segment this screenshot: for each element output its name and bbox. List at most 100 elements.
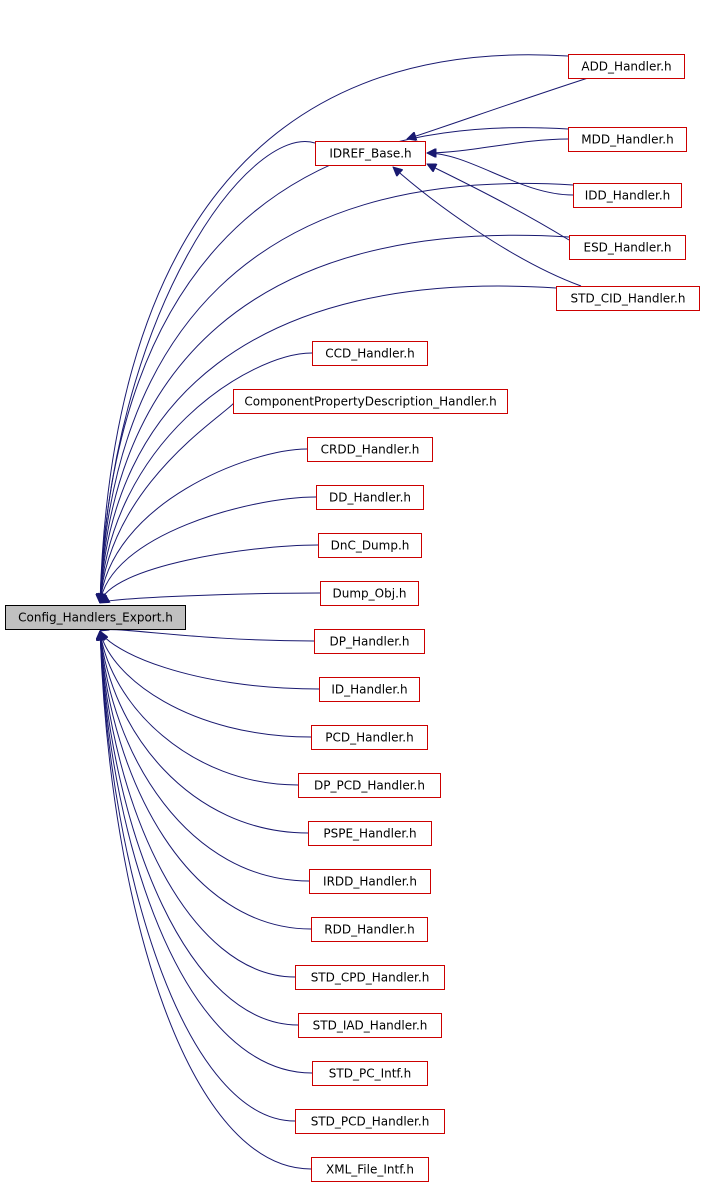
node-irdd[interactable]: IRDD_Handler.h bbox=[309, 869, 431, 894]
node-box-add bbox=[568, 54, 685, 79]
edge-dumpobj-to-root bbox=[100, 592, 321, 603]
node-label-pspe: PSPE_Handler.h bbox=[323, 827, 416, 841]
edge-crdd-to-root bbox=[100, 448, 308, 603]
edge-cpd-to-root bbox=[100, 400, 235, 603]
node-pcd[interactable]: PCD_Handler.h bbox=[311, 725, 428, 750]
edge-mdd-to-root bbox=[100, 127, 569, 603]
node-box-idref bbox=[315, 141, 426, 166]
graph-nodes: Config_Handlers_Export.h IDREF_Base.h ADD_… bbox=[5, 54, 700, 1182]
node-box-ccd bbox=[312, 341, 428, 366]
node-box-stdpc bbox=[312, 1061, 428, 1086]
node-rdd[interactable]: RDD_Handler.h bbox=[311, 917, 428, 942]
node-label-idref: IDREF_Base.h bbox=[329, 147, 411, 161]
edge-dp-to-root bbox=[100, 630, 315, 642]
node-cpd[interactable]: ComponentPropertyDescription_Handler.h bbox=[233, 389, 508, 414]
node-pspe[interactable]: PSPE_Handler.h bbox=[308, 821, 432, 846]
node-label-crdd: CRDD_Handler.h bbox=[321, 443, 420, 457]
node-esd[interactable]: ESD_Handler.h bbox=[569, 235, 686, 260]
node-label-idd: IDD_Handler.h bbox=[585, 189, 671, 203]
node-box-mdd bbox=[568, 127, 687, 152]
node-box-xml bbox=[311, 1157, 429, 1182]
edge-idd-to-idref bbox=[427, 153, 574, 196]
edge-pspe-to-root bbox=[100, 631, 309, 834]
node-label-irdd: IRDD_Handler.h bbox=[323, 875, 417, 889]
node-label-id: ID_Handler.h bbox=[331, 683, 407, 697]
node-ccd[interactable]: CCD_Handler.h bbox=[312, 341, 428, 366]
node-box-irdd bbox=[309, 869, 431, 894]
node-box-dumpobj bbox=[320, 581, 419, 606]
node-xml[interactable]: XML_File_Intf.h bbox=[311, 1157, 429, 1182]
node-label-stdcid: STD_CID_Handler.h bbox=[571, 292, 686, 306]
edge-irdd-to-root bbox=[100, 631, 310, 882]
node-dppcd[interactable]: DP_PCD_Handler.h bbox=[298, 773, 441, 798]
node-stdpc[interactable]: STD_PC_Intf.h bbox=[312, 1061, 428, 1086]
node-mdd[interactable]: MDD_Handler.h bbox=[568, 127, 687, 152]
node-stdcid[interactable]: STD_CID_Handler.h bbox=[556, 286, 700, 311]
edge-stdpc-to-root bbox=[100, 631, 313, 1074]
edge-idd-to-root bbox=[100, 183, 574, 603]
node-box-stdcid bbox=[556, 286, 700, 311]
edge-xml-to-root bbox=[100, 631, 312, 1170]
node-label-stdiad: STD_IAD_Handler.h bbox=[313, 1019, 428, 1033]
node-dnc[interactable]: DnC_Dump.h bbox=[318, 533, 422, 558]
node-add[interactable]: ADD_Handler.h bbox=[568, 54, 685, 79]
node-label-stdcpd: STD_CPD_Handler.h bbox=[311, 971, 430, 985]
edge-ccd-to-root bbox=[100, 352, 313, 603]
node-label-mdd: MDD_Handler.h bbox=[581, 133, 673, 147]
node-label-xml: XML_File_Intf.h bbox=[326, 1163, 414, 1177]
edge-dppcd-to-root bbox=[100, 631, 299, 786]
node-box-dnc bbox=[318, 533, 422, 558]
edge-esd-to-idref bbox=[427, 164, 570, 241]
edge-stdiad-to-root bbox=[100, 631, 299, 1026]
edge-stdcpd-to-root bbox=[100, 631, 296, 978]
node-idd[interactable]: IDD_Handler.h bbox=[573, 183, 682, 208]
node-stdcpd[interactable]: STD_CPD_Handler.h bbox=[295, 965, 445, 990]
node-label-add: ADD_Handler.h bbox=[581, 60, 671, 74]
node-label-root: Config_Handlers_Export.h bbox=[18, 611, 173, 625]
edge-dd-to-root bbox=[100, 496, 317, 603]
node-box-dd bbox=[316, 485, 424, 510]
node-box-stdcpd bbox=[295, 965, 445, 990]
edge-id-to-root bbox=[100, 631, 320, 690]
node-box-rdd bbox=[311, 917, 428, 942]
node-box-id bbox=[319, 677, 420, 702]
graph-edges bbox=[100, 54, 589, 1170]
node-box-crdd bbox=[307, 437, 433, 462]
edge-esd-to-root bbox=[100, 234, 570, 603]
node-root[interactable]: Config_Handlers_Export.h bbox=[5, 605, 186, 630]
node-label-stdpc: STD_PC_Intf.h bbox=[329, 1067, 411, 1081]
node-box-dp bbox=[314, 629, 425, 654]
node-label-esd: ESD_Handler.h bbox=[583, 241, 671, 255]
node-box-cpd bbox=[233, 389, 508, 414]
node-idref[interactable]: IDREF_Base.h bbox=[315, 141, 426, 166]
node-box-stdpcd bbox=[295, 1109, 445, 1134]
node-label-stdpcd: STD_PCD_Handler.h bbox=[311, 1115, 430, 1129]
node-label-cpd: ComponentPropertyDescription_Handler.h bbox=[244, 395, 496, 409]
node-label-dppcd: DP_PCD_Handler.h bbox=[314, 779, 425, 793]
node-box-dppcd bbox=[298, 773, 441, 798]
node-label-dp: DP_Handler.h bbox=[329, 635, 409, 649]
node-stdpcd[interactable]: STD_PCD_Handler.h bbox=[295, 1109, 445, 1134]
node-crdd[interactable]: CRDD_Handler.h bbox=[307, 437, 433, 462]
node-box-root bbox=[5, 605, 186, 630]
edge-stdcid-to-root bbox=[100, 285, 557, 603]
node-box-pspe bbox=[308, 821, 432, 846]
node-dumpobj[interactable]: Dump_Obj.h bbox=[320, 581, 419, 606]
node-box-esd bbox=[569, 235, 686, 260]
node-dp[interactable]: DP_Handler.h bbox=[314, 629, 425, 654]
node-box-pcd bbox=[311, 725, 428, 750]
edge-mdd-to-idref bbox=[427, 138, 569, 153]
edge-stdpcd-to-root bbox=[100, 631, 296, 1122]
edge-idref-to-root bbox=[100, 141, 316, 603]
node-stdiad[interactable]: STD_IAD_Handler.h bbox=[298, 1013, 442, 1038]
edge-pcd-to-root bbox=[100, 631, 312, 738]
node-dd[interactable]: DD_Handler.h bbox=[316, 485, 424, 510]
node-label-dnc: DnC_Dump.h bbox=[331, 539, 410, 553]
node-label-dd: DD_Handler.h bbox=[329, 491, 411, 505]
node-label-dumpobj: Dump_Obj.h bbox=[333, 587, 407, 601]
node-id[interactable]: ID_Handler.h bbox=[319, 677, 420, 702]
node-label-pcd: PCD_Handler.h bbox=[325, 731, 413, 745]
node-label-rdd: RDD_Handler.h bbox=[324, 923, 414, 937]
node-label-ccd: CCD_Handler.h bbox=[325, 347, 415, 361]
